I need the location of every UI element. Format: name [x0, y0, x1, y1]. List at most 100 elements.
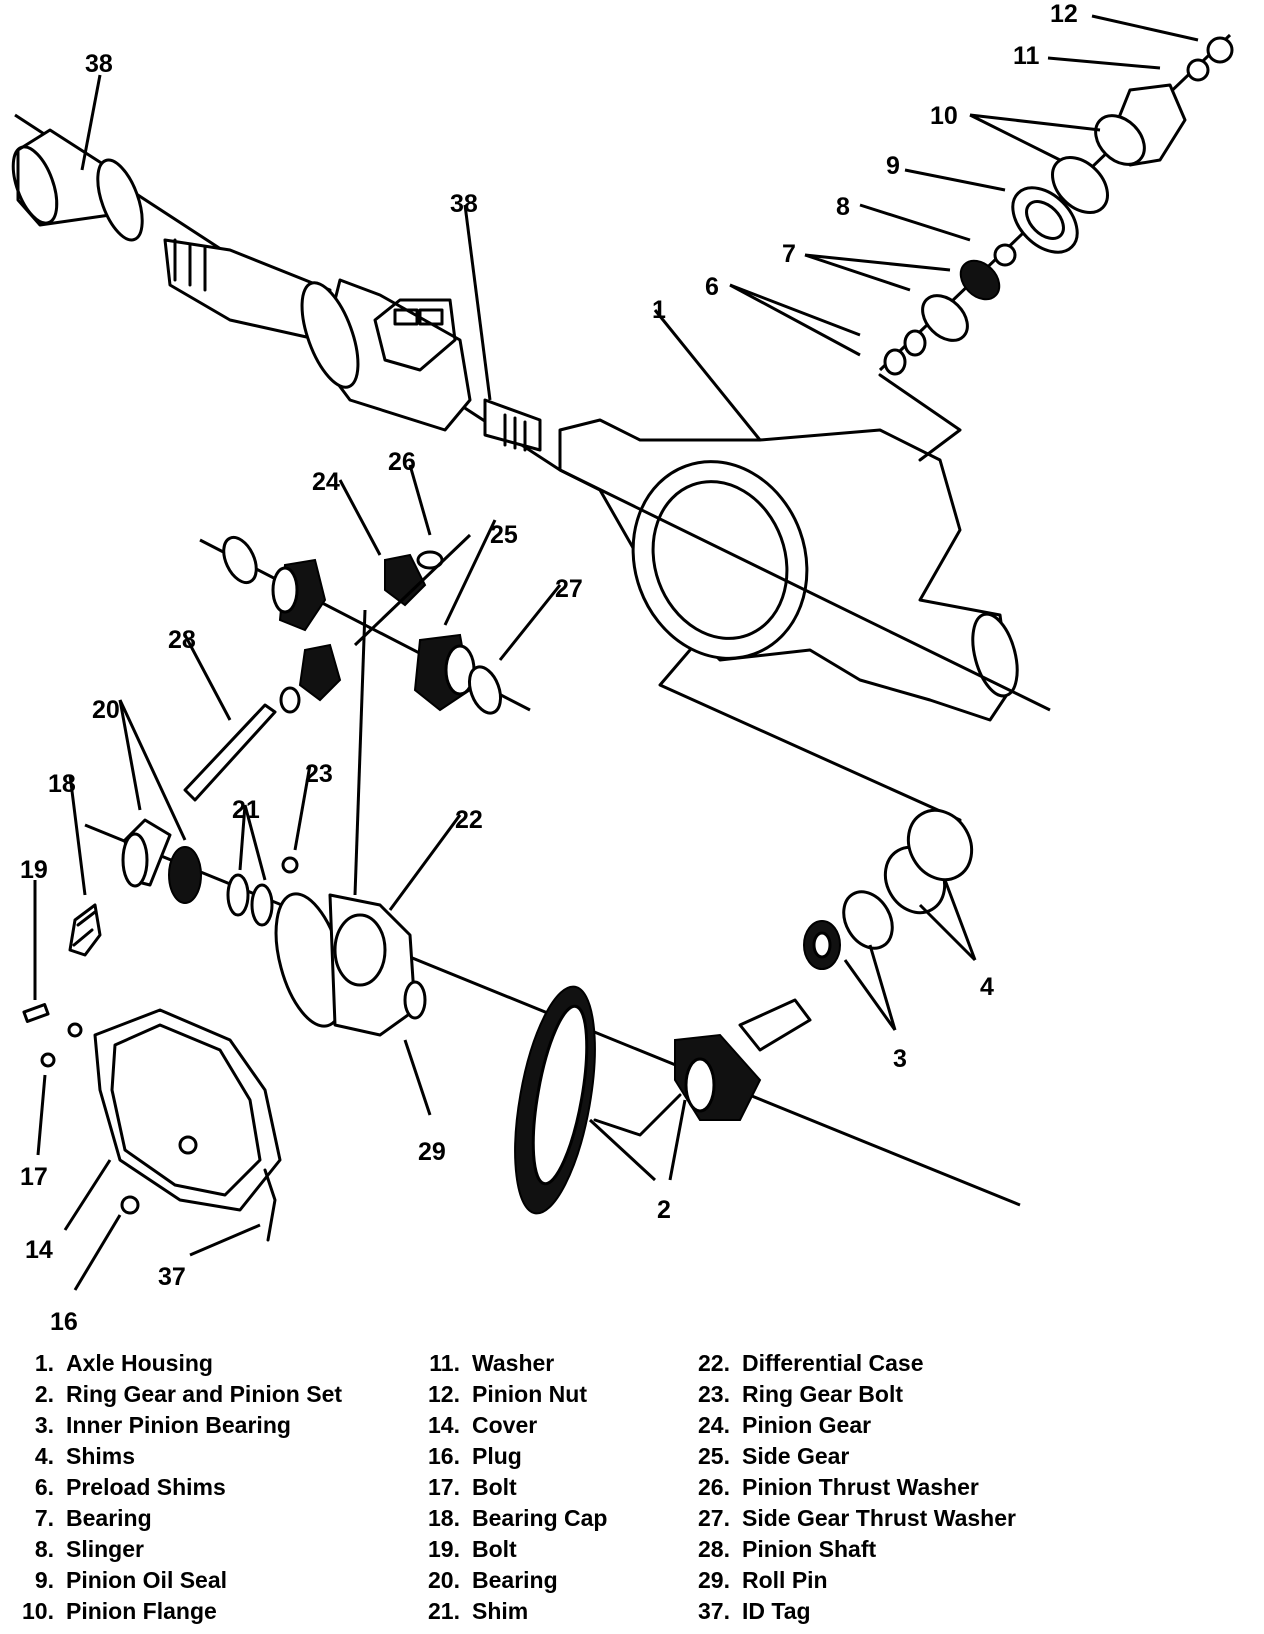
legend-item: 7. Bearing — [14, 1503, 342, 1534]
callout-3: 3 — [893, 1045, 907, 1073]
differential-case-and-ring-gear — [274, 808, 974, 1215]
legend-number: 25. — [698, 1443, 730, 1469]
callout-12: 12 — [1050, 0, 1078, 28]
legend-number: 3. — [34, 1412, 54, 1438]
legend-item: 24.Pinion Gear — [690, 1410, 1016, 1441]
legend-item: 4.Shims — [14, 1441, 342, 1472]
legend-item: 29. Roll Pin — [690, 1565, 1016, 1596]
legend-label: Shim — [472, 1598, 529, 1624]
legend-number: 37. — [698, 1598, 730, 1624]
exploded-axle-diagram: 38 12 11 10 38 9 8 7 6 1 26 24 25 27 28 … — [11, 0, 1234, 1336]
legend-label: Bearing — [66, 1505, 152, 1531]
legend-number: 10. — [22, 1598, 54, 1624]
legend-number: 18. — [428, 1505, 460, 1531]
legend-item: 18. Bearing Cap — [420, 1503, 607, 1534]
legend-label: Pinion Gear — [742, 1412, 872, 1438]
legend-label: Preload Shims — [66, 1474, 226, 1500]
callout-23: 23 — [305, 760, 333, 788]
legend-number: 23. — [698, 1381, 730, 1407]
callout-17: 17 — [20, 1163, 48, 1191]
legend-number: 21. — [428, 1598, 460, 1624]
legend-label: Shims — [66, 1443, 136, 1469]
callout-37: 37 — [158, 1263, 186, 1291]
legend-number: 26. — [698, 1474, 730, 1500]
axle-shaft-assembly — [11, 113, 561, 472]
callout-9: 9 — [886, 152, 900, 180]
legend-label: Pinion Nut — [472, 1381, 587, 1407]
callout-38-left: 38 — [85, 50, 113, 78]
callout-19: 19 — [20, 856, 48, 884]
legend-item: 19. Bolt — [420, 1534, 607, 1565]
legend-label: Pinion Oil Seal — [66, 1567, 228, 1593]
callout-21: 21 — [232, 796, 260, 824]
legend-number: 19. — [428, 1536, 460, 1562]
callout-22: 22 — [455, 806, 483, 834]
legend-number: 16. — [428, 1443, 460, 1469]
legend-number: 6. — [34, 1474, 54, 1500]
legend-label: Ring Gear and Pinion Set — [66, 1381, 343, 1407]
legend-label: Cover — [472, 1412, 538, 1438]
callout-26: 26 — [388, 448, 416, 476]
legend-number: 20. — [428, 1567, 460, 1593]
legend-item: 25.Side Gear — [690, 1441, 1016, 1472]
legend-number: 17. — [428, 1474, 460, 1500]
pinion-components — [878, 33, 1234, 376]
legend-label: Slinger — [66, 1536, 144, 1562]
legend-item: 28. Pinion Shaft — [690, 1534, 1016, 1565]
legend-item: 21. Shim — [420, 1596, 607, 1627]
callout-14: 14 — [25, 1236, 53, 1264]
legend-item: 14.Cover — [420, 1410, 607, 1441]
callout-24: 24 — [312, 468, 340, 496]
legend-label: Roll Pin — [742, 1567, 828, 1593]
legend-item: 23. Ring Gear Bolt — [690, 1379, 1016, 1410]
callout-25: 25 — [490, 521, 518, 549]
legend-item: 1.Axle Housing — [14, 1348, 342, 1379]
callout-4: 4 — [980, 973, 994, 1001]
legend-label: Ring Gear Bolt — [742, 1381, 904, 1407]
legend-number: 27. — [698, 1505, 730, 1531]
legend-item: 37. ID Tag — [690, 1596, 1016, 1627]
legend-label: Bolt — [472, 1536, 517, 1562]
legend-label: Inner Pinion Bearing — [66, 1412, 291, 1438]
leader-arrows — [33, 14, 1199, 1291]
callout-11: 11 — [1013, 42, 1040, 70]
legend-item: 17.Bolt — [420, 1472, 607, 1503]
legend-label: Plug — [472, 1443, 522, 1469]
legend-number: 11. — [429, 1350, 460, 1376]
parts-legend: 1.Axle Housing 2. Ring Gear and Pinion Se… — [0, 1348, 1264, 1634]
legend-item: 9. Pinion Oil Seal — [14, 1565, 342, 1596]
legend-item: 20.Bearing — [420, 1565, 607, 1596]
legend-label: Side Gear Thrust Washer — [742, 1505, 1016, 1531]
legend-item: 8. Slinger — [14, 1534, 342, 1565]
callout-10: 10 — [930, 102, 958, 130]
legend-label: Pinion Thrust Washer — [742, 1474, 979, 1500]
callout-38-center: 38 — [450, 190, 478, 218]
callout-27: 27 — [555, 575, 583, 603]
legend-item: 6. Preload Shims — [14, 1472, 342, 1503]
legend-item: 16. Plug — [420, 1441, 607, 1472]
legend-number: 7. — [34, 1505, 54, 1531]
legend-number: 9. — [34, 1567, 54, 1593]
callout-16: 16 — [50, 1308, 78, 1336]
legend-item: 10.Pinion Flange — [14, 1596, 342, 1627]
callout-numbers: 38 12 11 10 38 9 8 7 6 1 26 24 25 27 28 … — [20, 0, 1078, 1336]
legend-number: 2. — [34, 1381, 54, 1407]
legend-label: Bearing Cap — [472, 1505, 608, 1531]
axle-housing — [558, 373, 1051, 822]
legend-column-3: 22.Differential Case 23.Ring Gear Bolt 2… — [690, 1348, 1016, 1627]
legend-item: 12. Pinion Nut — [420, 1379, 607, 1410]
legend-label: ID Tag — [742, 1598, 811, 1624]
legend-number: 29. — [698, 1567, 730, 1593]
legend-label: Pinion Shaft — [742, 1536, 877, 1562]
differential-gears — [183, 533, 531, 896]
legend-label: Washer — [472, 1350, 555, 1376]
callout-1: 1 — [652, 296, 666, 324]
legend-number: 28. — [698, 1536, 730, 1562]
callout-8: 8 — [836, 193, 850, 221]
callout-7: 7 — [782, 240, 796, 268]
legend-number: 8. — [34, 1536, 54, 1562]
legend-column-2: 11. Washer 12. Pinion Nut 14.Cover 16. Plug… — [420, 1348, 607, 1627]
legend-number: 12. — [428, 1381, 460, 1407]
legend-item: 11. Washer — [420, 1348, 607, 1379]
legend-item: 2. Ring Gear and Pinion Set — [14, 1379, 342, 1410]
